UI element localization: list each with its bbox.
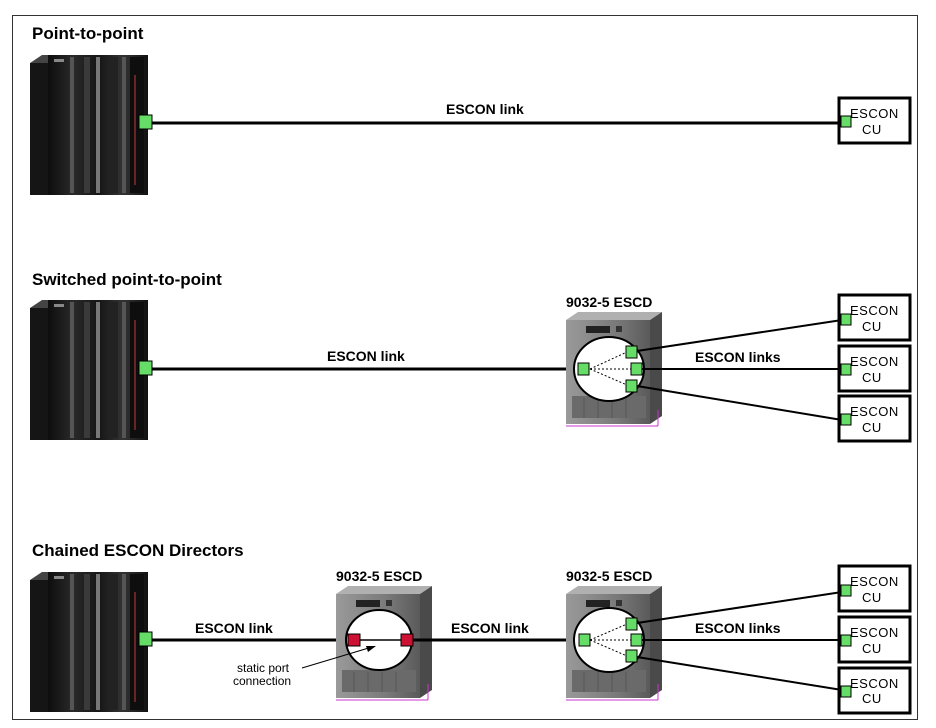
mainframe-server-3 xyxy=(30,572,148,712)
escon-link-label-3b: ESCON link xyxy=(451,620,529,636)
svg-text:ESCON: ESCON xyxy=(850,625,899,640)
escon-cu-2c: ESCON CU xyxy=(837,394,912,443)
escd-port-in-3 xyxy=(578,633,591,647)
port-server-3 xyxy=(138,631,153,647)
escd-port-red-left xyxy=(347,633,361,647)
escon-cu-3b: ESCON CU xyxy=(837,615,912,664)
mainframe-server-2 xyxy=(30,300,148,440)
escon-link-label-1: ESCON link xyxy=(446,101,524,117)
escd-port-out-2a xyxy=(625,345,638,359)
svg-text:ESCON: ESCON xyxy=(850,676,899,691)
escon-cu-2a: ESCON CU xyxy=(837,293,912,342)
diagram-frame xyxy=(12,15,918,720)
escd-label-2: 9032-5 ESCD xyxy=(566,294,652,310)
annotation-line2: connection xyxy=(233,674,291,688)
port-server-1 xyxy=(138,114,153,130)
section-title-point-to-point: Point-to-point xyxy=(32,24,144,43)
escd-port-out-2c xyxy=(625,379,638,393)
escd-port-out-3c xyxy=(625,649,638,663)
svg-text:ESCON: ESCON xyxy=(850,404,899,419)
escd-port-out-2b xyxy=(630,362,643,376)
escon-cu-3c: ESCON CU xyxy=(837,666,912,715)
escon-link-3e xyxy=(636,656,843,691)
svg-text:ESCON: ESCON xyxy=(850,106,899,121)
mainframe-server-1 xyxy=(30,55,148,195)
escd-port-red-right xyxy=(400,633,414,647)
escd-port-out-3b xyxy=(630,633,643,647)
svg-text:ESCON: ESCON xyxy=(850,574,899,589)
escd-internal-paths-3b xyxy=(589,623,631,657)
escon-cu-3a: ESCON CU xyxy=(837,564,912,613)
escon-link-2a xyxy=(636,319,843,352)
escd-port-out-3a xyxy=(625,617,638,631)
escd-label-3a: 9032-5 ESCD xyxy=(336,568,422,584)
escon-cu-2b: ESCON CU xyxy=(837,344,912,393)
escon-link-3c xyxy=(636,591,843,624)
escon-link-2c xyxy=(636,385,843,421)
svg-text:CU: CU xyxy=(862,590,882,605)
svg-text:CU: CU xyxy=(862,641,882,656)
escd-port-in-2 xyxy=(577,362,590,376)
svg-text:CU: CU xyxy=(862,420,882,435)
port-server-2 xyxy=(138,360,153,376)
escon-links-label-2: ESCON links xyxy=(695,349,781,365)
svg-text:ESCON: ESCON xyxy=(850,354,899,369)
escd-label-3b: 9032-5 ESCD xyxy=(566,568,652,584)
svg-text:CU: CU xyxy=(862,319,882,334)
escd-internal-paths-2 xyxy=(589,351,631,386)
section-title-switched: Switched point-to-point xyxy=(32,270,222,289)
escon-link-label-2: ESCON link xyxy=(327,348,405,364)
escon-links-label-3: ESCON links xyxy=(695,620,781,636)
svg-text:CU: CU xyxy=(862,122,882,137)
svg-text:ESCON: ESCON xyxy=(850,303,899,318)
svg-text:CU: CU xyxy=(862,691,882,706)
annotation-line1: static port xyxy=(237,661,290,675)
svg-text:CU: CU xyxy=(862,370,882,385)
annotation-pointer xyxy=(301,646,373,669)
escon-cu-1a: ESCON CU xyxy=(837,96,912,145)
annotation-arrowhead xyxy=(366,646,376,652)
escon-link-label-3a: ESCON link xyxy=(195,620,273,636)
section-title-chained: Chained ESCON Directors xyxy=(32,541,244,560)
